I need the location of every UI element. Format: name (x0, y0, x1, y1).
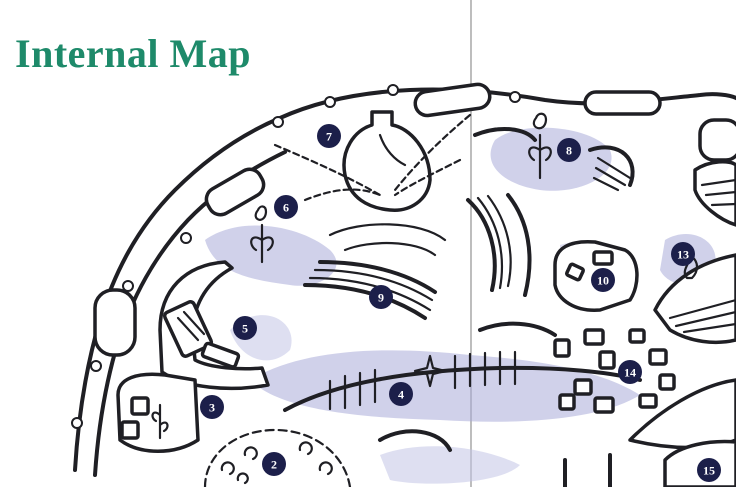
heart-chamber (273, 110, 472, 257)
location-marker-6[interactable]: 6 (274, 195, 298, 219)
marker-badge (200, 395, 224, 419)
map-title: Internal Map (15, 31, 251, 76)
location-marker-14[interactable]: 14 (618, 360, 642, 384)
marker-badge (591, 268, 615, 292)
location-marker-7[interactable]: 7 (317, 124, 341, 148)
marker-badge (274, 195, 298, 219)
sapling-room (473, 112, 635, 192)
location-marker-4[interactable]: 4 (389, 382, 413, 406)
marker-number: 5 (242, 322, 248, 336)
marker-badge (671, 242, 695, 266)
marker-badge (618, 360, 642, 384)
furnace-room (653, 159, 736, 345)
bone-spine (283, 321, 642, 452)
pantry-room (116, 372, 200, 453)
marker-number: 6 (283, 201, 289, 215)
marker-number: 15 (703, 464, 715, 478)
marker-badge (369, 285, 393, 309)
marker-badge (389, 382, 413, 406)
storage-chamber (158, 260, 270, 391)
marker-number: 14 (624, 366, 636, 380)
marker-badge (262, 452, 286, 476)
location-markers: 2 3 4 5 6 7 8 9 10 13 14 15 (200, 124, 721, 482)
outer-wall (71, 82, 736, 477)
corner-room (563, 378, 736, 487)
block-field (553, 328, 676, 414)
swirl-garden (203, 428, 352, 487)
plant-alcove (250, 205, 274, 264)
marker-number: 8 (566, 144, 572, 158)
location-marker-9[interactable]: 9 (369, 285, 393, 309)
marker-number: 13 (677, 248, 689, 262)
location-marker-8[interactable]: 8 (557, 138, 581, 162)
location-marker-3[interactable]: 3 (200, 395, 224, 419)
marker-number: 2 (271, 458, 277, 472)
marker-number: 4 (398, 388, 404, 402)
marker-badge (697, 458, 721, 482)
marker-number: 7 (326, 130, 332, 144)
marker-badge (233, 316, 257, 340)
location-marker-15[interactable]: 15 (697, 458, 721, 482)
location-marker-5[interactable]: 5 (233, 316, 257, 340)
marker-number: 9 (378, 291, 384, 305)
marker-number: 10 (597, 274, 609, 288)
location-marker-10[interactable]: 10 (591, 268, 615, 292)
location-marker-13[interactable]: 13 (671, 242, 695, 266)
marker-badge (557, 138, 581, 162)
location-marker-2[interactable]: 2 (262, 452, 286, 476)
marker-badge (317, 124, 341, 148)
striped-corridors (303, 193, 532, 320)
marker-number: 3 (209, 401, 215, 415)
